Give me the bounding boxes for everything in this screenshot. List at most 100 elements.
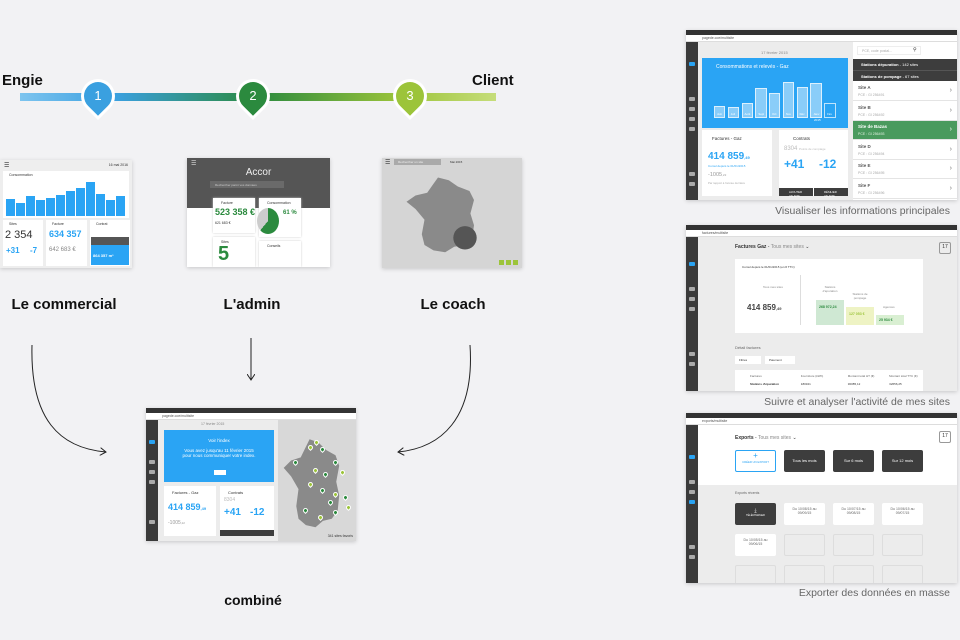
calendar-icon[interactable]: 17 [939, 242, 951, 254]
arrow-coach [398, 344, 471, 452]
url-bar[interactable]: factures/multisite [686, 230, 957, 237]
remove-site-button[interactable]: RÉSILIER UN SITE [814, 188, 848, 198]
group-name[interactable]: Stations de pompage [861, 74, 902, 79]
month-label: Déc [799, 112, 805, 116]
chart-bar: Fév [824, 103, 836, 118]
site-name: Site F [858, 182, 871, 188]
exports-screen: exports/multisite Exports - Tous mes sit… [686, 413, 957, 583]
chevron-right-icon: › [949, 106, 952, 114]
export-placeholder [833, 534, 874, 556]
block-value: 268 972,24 [819, 305, 837, 309]
table-cell: 30085,12 [847, 382, 861, 386]
table-cell: 32656,25 [889, 382, 902, 386]
persona-label-admin: L'admin [223, 296, 281, 313]
client-label: Client [472, 72, 514, 89]
year: 2015 [814, 118, 821, 122]
index-input[interactable] [214, 470, 226, 475]
facture-title: Facture [52, 222, 64, 226]
sites-count: 341 sites favoris [327, 534, 353, 538]
export-item[interactable]: Du 10/07/15 au 09/08/15 [833, 503, 874, 525]
contrats-count: 8304 [784, 146, 798, 152]
url-bar[interactable]: exports/multisite [686, 418, 957, 425]
facture-prev: 642 683 € [49, 247, 76, 253]
site-search-input[interactable]: PCE, code postal... [857, 46, 921, 55]
search-input[interactable]: Rechercher parmi vos données [210, 181, 284, 188]
scope-dropdown[interactable]: Tous mes sites [770, 244, 804, 250]
dashboard-screen: pagede.coe/multisite 17 février 2015 Con… [686, 30, 957, 200]
menu-icon[interactable]: ☰ [4, 163, 10, 169]
step-number: 2 [249, 88, 257, 103]
export-item[interactable]: Du 10/06/15 au 09/07/15 [882, 503, 923, 525]
chart-bar [106, 199, 115, 216]
chart-bar: Janv [810, 83, 822, 118]
download-button[interactable]: ⤓TÉLÉCHARGER [735, 503, 776, 525]
search-input[interactable]: Rechercher un site [394, 159, 441, 165]
chart-bar: Sept [755, 88, 767, 118]
export-item[interactable]: Du 10/05/15 au 09/06/15 [735, 534, 776, 556]
create-export-label: CRÉER UN EXPORT [742, 460, 769, 464]
month-label: Août [744, 112, 751, 116]
payment-dropdown[interactable]: Paiement [765, 356, 795, 364]
total-value: 414 859 [747, 303, 776, 312]
site-name: Site D [858, 143, 871, 149]
site-list-panel: PCE, code postal... ⚲ Stations dépuratio… [853, 42, 957, 200]
chevron-right-icon: › [949, 184, 952, 192]
add-site-button[interactable]: AJOUTER UN SITE [779, 188, 813, 198]
chart-title: Consommation [9, 173, 33, 177]
month-label: Nov [785, 112, 791, 116]
all-sites-label: Tous mes sites [763, 285, 783, 289]
month-label: Janv [813, 112, 820, 116]
site-pce: PCE : GI 256493 [858, 132, 885, 136]
chart-bar: Juin [714, 105, 726, 118]
export-placeholder [882, 534, 923, 556]
conseils-title: Conseils [267, 244, 281, 248]
factures-cents: ,49 [200, 506, 207, 511]
export-preset-button[interactable]: Tous les mois [784, 450, 825, 472]
coach-screen: ☰ Rechercher un site Mai 2015 [382, 158, 522, 268]
factures-value: 414 859 [708, 151, 745, 162]
factures-value: 414 859 [168, 502, 201, 512]
chart-bar: Août [741, 103, 753, 118]
filter-dropdown[interactable]: Filtres [735, 356, 761, 364]
export-preset-button[interactable]: Sur 6 mois [833, 450, 874, 472]
calendar-icon[interactable]: 17 [939, 431, 951, 443]
factures-cents: ,49 [744, 155, 750, 160]
page-title: Exports [735, 435, 754, 441]
site-pce: PCE : GI 256494 [858, 151, 885, 156]
date: 17 février 2015 [761, 50, 788, 55]
scope-dropdown[interactable]: Tous mes sites [757, 435, 792, 441]
menu-icon[interactable]: ☰ [191, 161, 197, 167]
menu-icon[interactable]: ☰ [385, 160, 391, 166]
facture-title: Facture [221, 201, 233, 205]
date: 17 février 2015 [201, 422, 225, 426]
sites-title: Sites [221, 240, 229, 244]
chart-bar [45, 197, 55, 216]
group-name[interactable]: Stations dépuration [861, 62, 899, 67]
chart-bar [6, 198, 15, 216]
contrats-removed: -12 [819, 157, 837, 171]
url-bar[interactable]: pagede.coe/multisite [146, 413, 356, 420]
table-header: Montant total TTC (€) [889, 374, 918, 378]
zoom-controls[interactable] [499, 260, 519, 265]
block-name: Agences [883, 305, 895, 309]
banner-title: Voir l'index [208, 438, 230, 443]
chevron-right-icon: › [949, 87, 952, 94]
export-item[interactable]: Du 10/08/15 au 09/09/15 [784, 503, 825, 525]
cumul-label: Cumul depuis le 01/01/2015 (en € TTC) [742, 265, 795, 269]
export-preset-button[interactable]: Sur 12 mois [882, 450, 923, 472]
combined-screen: pagede.coe/multisite 17 février 2015 Voi… [146, 408, 356, 541]
site-name: Site A [858, 85, 871, 90]
france-map [283, 439, 340, 528]
search-icon[interactable]: ⚲ [913, 47, 917, 53]
site-pce: PCE : GI 256495 [858, 171, 885, 175]
create-export-button[interactable]: +CRÉER UN EXPORT [735, 450, 776, 472]
url-bar[interactable]: pagede.coe/multisite [686, 35, 957, 42]
chart-bar [96, 194, 105, 216]
